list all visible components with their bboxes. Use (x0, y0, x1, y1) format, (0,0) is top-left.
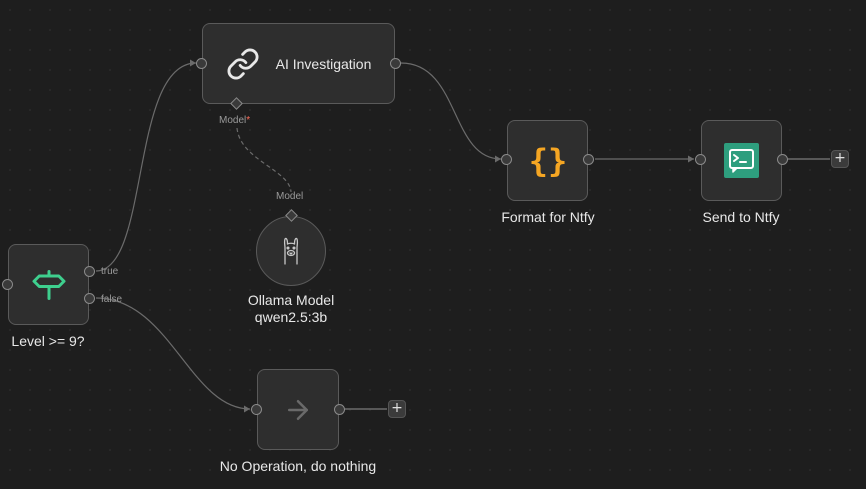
ai-investigation-input-handle[interactable] (196, 58, 207, 69)
send-input-handle[interactable] (695, 154, 706, 165)
connection-ai-to-format (400, 62, 502, 160)
false-output-label: false (101, 294, 123, 305)
node-ollama-model[interactable] (256, 216, 326, 286)
ai-investigation-output-handle[interactable] (390, 58, 401, 69)
connection-arrowhead (244, 405, 250, 413)
add-node-button[interactable]: + (831, 150, 849, 168)
signpost-icon (31, 267, 67, 303)
node-format-for-ntfy-label: Format for Ntfy (501, 209, 595, 225)
connection-arrowhead (495, 155, 501, 163)
link-icon (226, 47, 260, 81)
noop-output-handle[interactable] (334, 404, 345, 415)
connection-false-to-noop (95, 297, 251, 410)
node-ollama-model-label: Ollama Model qwen2.5:3b (248, 292, 334, 326)
braces-icon: {} (530, 141, 566, 181)
format-input-handle[interactable] (501, 154, 512, 165)
add-node-button[interactable]: + (388, 400, 406, 418)
node-ai-investigation-label: AI Investigation (275, 55, 372, 72)
connection-true-to-ai (95, 62, 197, 272)
format-output-handle[interactable] (583, 154, 594, 165)
llama-icon (279, 236, 303, 266)
node-send-to-ntfy-label: Send to Ntfy (702, 209, 780, 225)
connection-arrowhead (688, 155, 694, 163)
node-level-check-label: Level >= 9? (11, 333, 85, 349)
node-format-for-ntfy[interactable]: {} (507, 120, 588, 201)
node-ai-investigation[interactable]: AI Investigation (202, 23, 395, 104)
ollama-model-name: Ollama Model (247, 292, 335, 308)
node-no-operation[interactable] (257, 369, 339, 450)
connection-model-dashed (236, 127, 292, 193)
node-send-to-ntfy[interactable] (701, 120, 782, 201)
noop-input-handle[interactable] (251, 404, 262, 415)
connection-arrowhead (190, 59, 196, 67)
node-level-check[interactable] (8, 244, 89, 325)
level-check-true-handle[interactable] (84, 266, 95, 277)
svg-text:{}: {} (530, 142, 566, 180)
true-output-label: true (101, 266, 119, 277)
ai-investigation-model-port-label: Model* (219, 115, 251, 126)
send-output-handle[interactable] (777, 154, 788, 165)
ollama-model-port-label: Model (276, 191, 304, 202)
arrow-right-icon (283, 395, 313, 425)
ollama-model-version: qwen2.5:3b (254, 309, 328, 325)
level-check-input-handle[interactable] (2, 279, 13, 290)
node-no-operation-label: No Operation, do nothing (219, 458, 377, 474)
terminal-icon (724, 143, 759, 178)
level-check-false-handle[interactable] (84, 293, 95, 304)
